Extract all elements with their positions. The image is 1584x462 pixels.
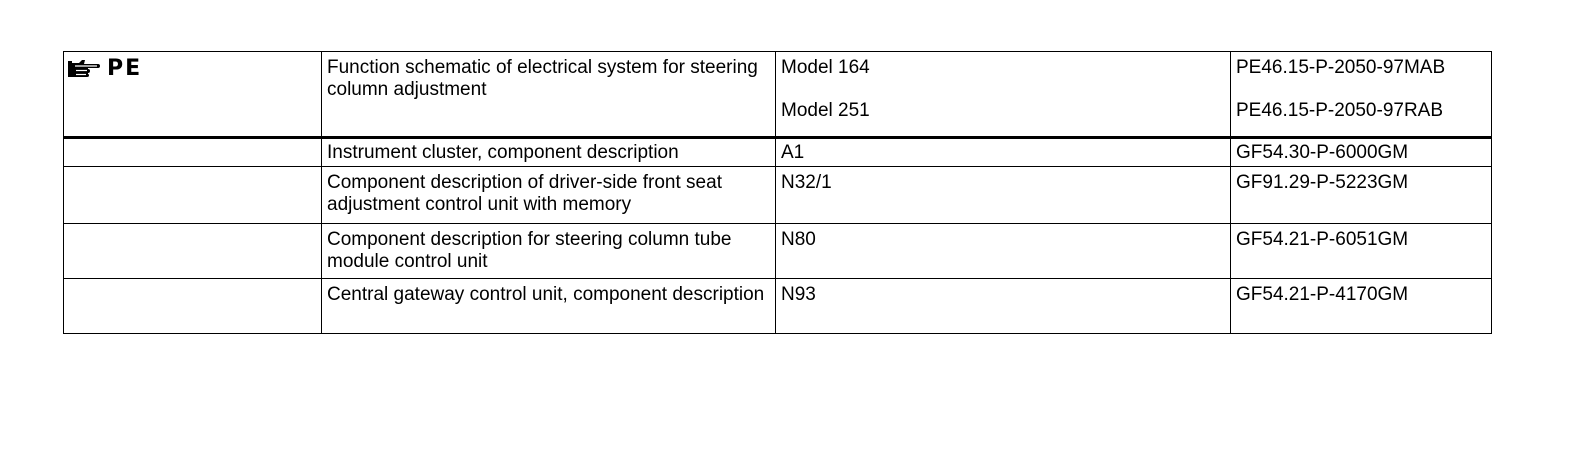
row-component: N32/1 [781, 172, 832, 193]
row-document-link[interactable]: GF54.21-P-4170GM [1236, 284, 1409, 305]
header-description: Function schematic of electrical system … [327, 57, 758, 100]
empty-cell [63, 166, 322, 224]
header-models-cell: Model 164 Model 251 [775, 51, 1231, 139]
row-description: Central gateway control unit, component … [327, 284, 765, 305]
row-document-link[interactable]: GF54.21-P-6051GM [1236, 229, 1409, 250]
empty-cell [63, 278, 322, 334]
table-row: Component description of driver-side fro… [63, 166, 1492, 224]
header-description-cell: Function schematic of electrical system … [321, 51, 776, 139]
table-row: Instrument cluster, component descriptio… [63, 137, 1492, 167]
row-component: N80 [781, 229, 816, 250]
row-component: N93 [781, 284, 816, 305]
row-description: Instrument cluster, component descriptio… [327, 142, 679, 163]
pe-tag[interactable]: PE [67, 58, 142, 80]
document-link-mab[interactable]: PE46.15-P-2050-97MAB [1236, 57, 1446, 78]
pointing-hand-icon [68, 60, 100, 77]
document-link-rab[interactable]: PE46.15-P-2050-97RAB [1236, 100, 1444, 121]
row-description: Component description for steering colum… [327, 229, 732, 272]
table-row: Central gateway control unit, component … [63, 278, 1492, 334]
empty-cell [63, 137, 322, 167]
row-component: A1 [781, 142, 805, 163]
table-header-row: PE Function schematic of electrical syst… [63, 51, 1492, 139]
model-251-label: Model 251 [781, 100, 870, 121]
row-description: Component description of driver-side fro… [327, 172, 722, 215]
row-document-link[interactable]: GF54.30-P-6000GM [1236, 142, 1409, 163]
model-164-label: Model 164 [781, 57, 870, 78]
pe-label-text: PE [107, 56, 143, 81]
table-row: Component description for steering colum… [63, 223, 1492, 279]
reference-table: PE Function schematic of electrical syst… [63, 51, 1492, 334]
header-documents-cell: PE46.15-P-2050-97MAB PE46.15-P-2050-97RA… [1230, 51, 1492, 139]
pe-tag-cell: PE [63, 51, 322, 139]
row-document-link[interactable]: GF91.29-P-5223GM [1236, 172, 1409, 193]
empty-cell [63, 223, 322, 279]
